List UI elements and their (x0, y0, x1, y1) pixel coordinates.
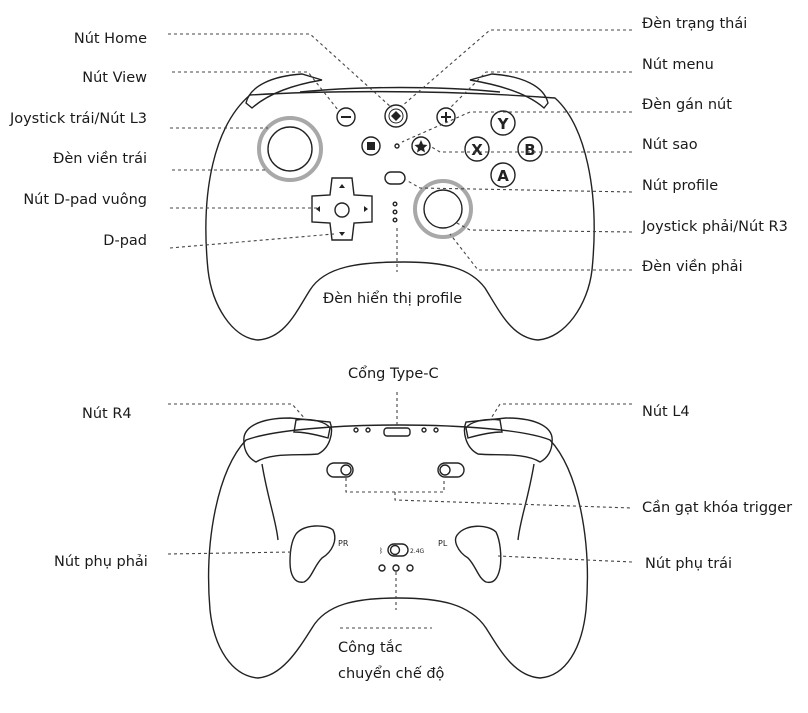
label-square-dpad-button: Nút D-pad vuông (23, 192, 147, 208)
back-marks: PR PL ᛒ 2.4G (338, 539, 448, 555)
pl-mark: PL (438, 539, 448, 548)
left-paddle[interactable] (454, 525, 502, 584)
label-status-light: Đèn trạng thái (642, 16, 748, 32)
label-menu-button: Nút menu (642, 57, 714, 73)
b-letter: B (524, 141, 535, 159)
mode-light-2 (392, 564, 400, 572)
back-body-outline (207, 424, 589, 679)
profile-light-2 (392, 209, 398, 215)
label-left-ring-light: Đèn viền trái (53, 151, 147, 167)
bt-mark: ᛒ (379, 547, 383, 555)
label-trigger-lock: Cần gạt khóa trigger (642, 500, 793, 516)
pr-mark: PR (338, 539, 349, 548)
label-left-paddle: Nút phụ trái (645, 556, 733, 572)
l4-button[interactable] (465, 418, 503, 439)
mode-switch[interactable] (387, 543, 409, 557)
assign-light (394, 143, 400, 149)
left-trigger-back (463, 417, 553, 463)
label-right-paddle: Nút phụ phải (54, 554, 148, 570)
right-stick-light-ring (413, 179, 473, 239)
x-letter: X (471, 141, 483, 159)
label-mode-switch-line2: chuyển chế độ (338, 666, 445, 682)
front-top-edge (299, 86, 501, 93)
y-button[interactable] (490, 110, 516, 136)
dpad[interactable] (311, 177, 373, 241)
label-l4-button: Nút L4 (642, 404, 690, 420)
label-home-button: Nút Home (73, 31, 147, 47)
left-stick-light-ring (257, 116, 323, 182)
b-button[interactable] (517, 136, 543, 162)
view-button[interactable] (336, 107, 356, 127)
wireless-mark: 2.4G (410, 548, 425, 555)
label-assign-light: Đèn gán nút (642, 97, 732, 113)
left-trigger-lock[interactable] (437, 462, 465, 478)
mode-light-3 (406, 564, 414, 572)
a-button[interactable] (490, 162, 516, 188)
label-profile-button: Nút profile (642, 178, 719, 194)
menu-button[interactable] (436, 107, 456, 127)
r4-button[interactable] (293, 418, 331, 439)
x-button[interactable] (464, 136, 490, 162)
right-bumper (469, 73, 549, 110)
profile-light-3 (392, 217, 398, 223)
right-trigger-lock[interactable] (326, 462, 354, 478)
label-mode-switch-line1: Công tắc (338, 640, 403, 656)
face-button-letters: Y X B A (471, 115, 536, 185)
square-dpad-button[interactable] (361, 136, 381, 156)
right-trigger-back (243, 417, 333, 463)
front-leader-lines (168, 29, 633, 272)
back-leader-lines (167, 392, 633, 629)
label-type-c-port: Cổng Type-C (348, 366, 439, 382)
label-left-joystick: Joystick trái/Nút L3 (9, 111, 147, 127)
right-paddle[interactable] (289, 525, 336, 583)
back-controller (207, 417, 589, 679)
a-letter: A (497, 167, 509, 185)
front-controller (205, 73, 595, 341)
front-body-outline (205, 90, 595, 341)
label-right-joystick: Joystick phải/Nút R3 (642, 219, 788, 235)
star-button[interactable] (411, 136, 431, 156)
label-dpad: D-pad (103, 233, 147, 249)
home-button[interactable] (384, 104, 408, 128)
right-joystick[interactable] (423, 189, 463, 229)
profile-button[interactable] (384, 171, 406, 185)
label-profile-lights: Đèn hiển thị profile (323, 291, 463, 307)
label-r4-button: Nút R4 (82, 406, 132, 422)
label-right-ring-light: Đèn viền phải (642, 259, 743, 275)
y-letter: Y (497, 115, 510, 133)
mode-light-1 (378, 564, 386, 572)
type-c-port (383, 427, 411, 437)
profile-light-1 (392, 201, 398, 207)
label-view-button: Nút View (82, 70, 147, 86)
dpad-center (334, 202, 350, 218)
label-star-button: Nút sao (642, 137, 698, 153)
left-bumper (245, 73, 323, 109)
left-joystick[interactable] (267, 126, 313, 172)
